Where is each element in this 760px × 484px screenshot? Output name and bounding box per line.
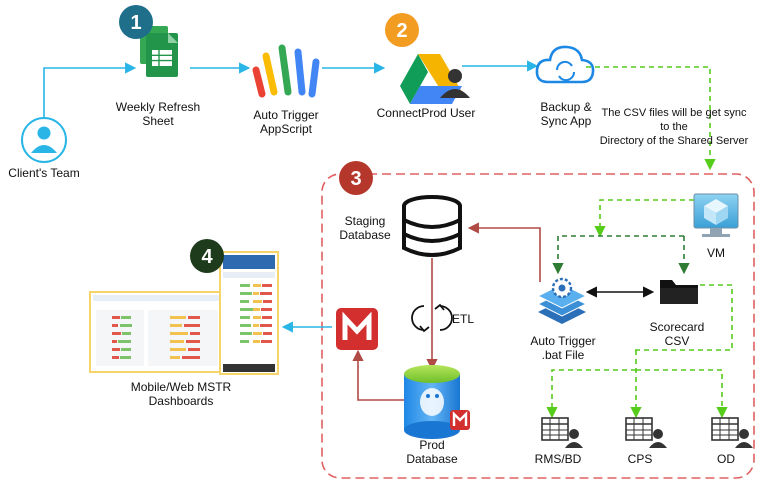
backup-sync-cloud-icon: [535, 45, 595, 84]
dashboards-line2: Dashboards: [148, 394, 214, 408]
staging-db-line2: Database: [339, 228, 391, 242]
step-3-badge: 3: [339, 161, 373, 195]
step-2-badge: 2: [385, 13, 419, 47]
weekly-refresh-line2: Sheet: [142, 114, 174, 128]
prod-database-label: Prod Database: [396, 438, 468, 466]
google-sheets-icon: [140, 26, 178, 77]
scorecard-csv-line2: CSV: [664, 334, 690, 348]
vm-monitor-icon: [693, 193, 739, 237]
scorecard-csv-line1: Scorecard: [649, 320, 705, 334]
dashboards-line1: Mobile/Web MSTR: [130, 380, 232, 394]
cyan-flow-arrows: [43, 60, 539, 333]
etl-label: ETL: [452, 312, 475, 326]
auto-trigger-bat-label: Auto Trigger .bat File: [518, 334, 608, 362]
user-silhouette-icon: [440, 69, 470, 98]
green-flow-arrows: [546, 66, 733, 419]
weekly-refresh-line1: Weekly Refresh: [115, 100, 201, 114]
bat-file-gear-icon: [536, 277, 588, 324]
auto-trigger-bat-line1: Auto Trigger: [530, 334, 596, 348]
auto-trigger-line2: AppScript: [259, 122, 313, 136]
rms-bd-label: RMS/BD: [534, 452, 582, 466]
dashboards-label: Mobile/Web MSTR Dashboards: [106, 380, 256, 408]
processing-group-box: [321, 173, 755, 479]
prod-db-line1: Prod: [419, 438, 445, 452]
auto-trigger-appscript-label: Auto Trigger AppScript: [236, 108, 336, 136]
svg-text:1: 1: [130, 12, 141, 34]
rms-bd-table-icon: [541, 417, 583, 448]
staging-database-icon: [402, 195, 462, 257]
weekly-refresh-label: Weekly Refresh Sheet: [110, 100, 206, 128]
csv-sync-note-line1: The CSV files will be get sync: [601, 107, 747, 119]
backup-sync-line2: Sync App: [540, 114, 592, 128]
scorecard-csv-label: Scorecard CSV: [640, 320, 714, 348]
cps-label: CPS: [627, 452, 653, 466]
staging-db-line1: Staging: [344, 214, 386, 228]
etl-cycle-icon: [411, 303, 453, 333]
csv-sync-note: The CSV files will be get sync to the Di…: [588, 106, 760, 148]
step-4-badge: 4: [190, 239, 224, 273]
mstr-logo-icon: [336, 308, 378, 350]
dashboard-mobile-thumbnail: [219, 251, 279, 375]
staging-database-label: Staging Database: [330, 214, 400, 242]
folder-icon: [660, 280, 698, 304]
prod-db-line2: Database: [406, 452, 458, 466]
backup-sync-label: Backup & Sync App: [526, 100, 606, 128]
auto-trigger-bat-line2: .bat File: [541, 348, 585, 362]
csv-sync-note-line2: to the: [660, 121, 688, 133]
step-1-badge: 1: [119, 5, 153, 39]
od-label: OD: [717, 452, 735, 466]
connectprod-user-label: ConnectProd User: [376, 106, 476, 120]
cps-table-icon: [625, 417, 667, 448]
auto-trigger-line1: Auto Trigger: [253, 108, 319, 122]
svg-text:2: 2: [396, 20, 407, 42]
apps-script-icon: [252, 44, 320, 98]
csv-sync-note-line3: Directory of the Shared Server: [599, 135, 749, 147]
user-circle-icon: [21, 117, 67, 163]
dark-green-flow-arrows: [552, 235, 690, 275]
clients-team-label: Client's Team: [8, 166, 80, 180]
red-flow-arrows: [352, 222, 541, 401]
od-table-icon: [711, 417, 753, 448]
svg-text:4: 4: [201, 246, 213, 268]
mstr-logo-small-icon: [450, 410, 470, 430]
svg-text:3: 3: [350, 168, 361, 190]
backup-sync-line1: Backup &: [540, 100, 592, 114]
vm-label: VM: [707, 246, 725, 260]
